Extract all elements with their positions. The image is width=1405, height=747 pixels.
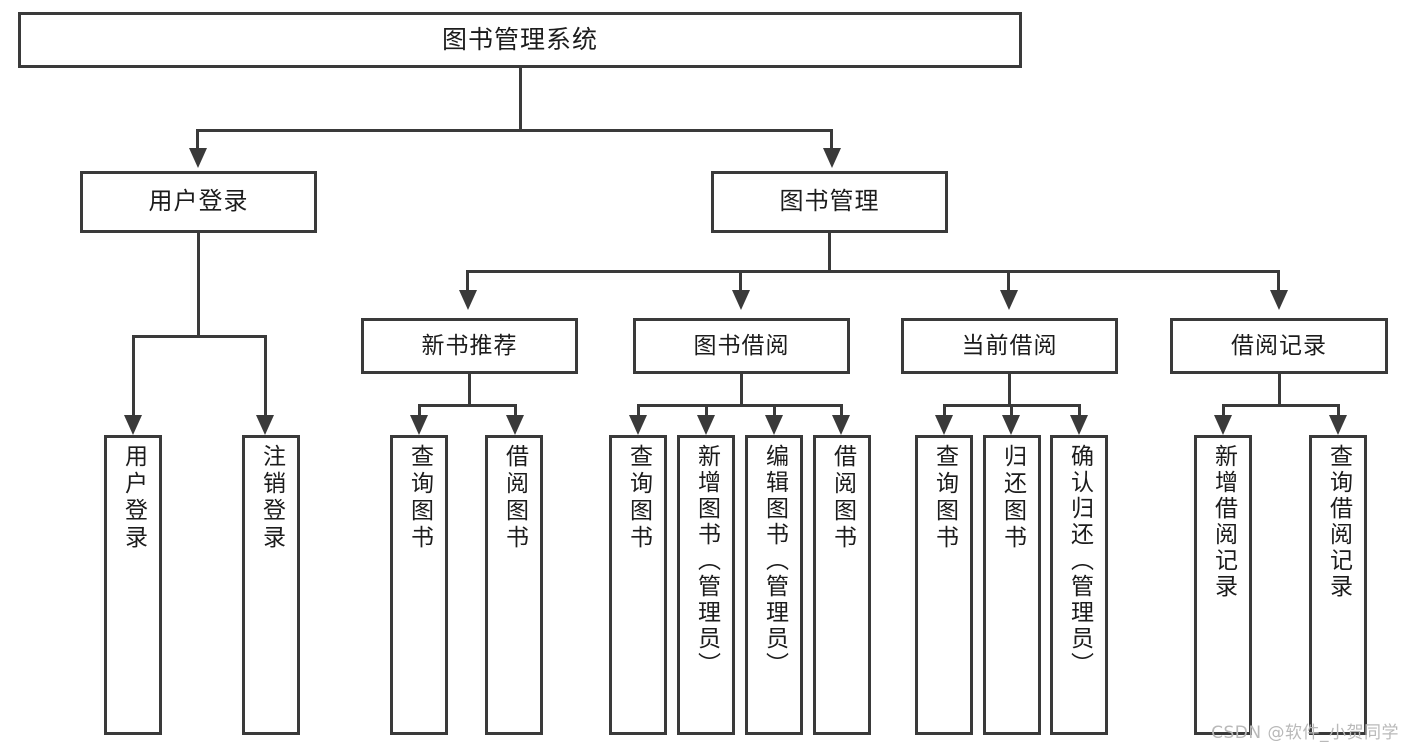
connector-book-borrow-bus: [637, 404, 843, 407]
arrow-to-leaf-query-book-2: [629, 415, 647, 435]
leaf-user-login[interactable]: 用户登录: [104, 435, 162, 735]
arrow-to-leaf-logout: [256, 415, 274, 435]
connector-user-login-drop-1: [132, 335, 135, 419]
leaf-query-borrow-record[interactable]: 查询借阅记录: [1309, 435, 1367, 735]
connector-book-borrow-drop-3: [773, 404, 776, 419]
node-current-borrow[interactable]: 当前借阅: [901, 318, 1118, 374]
leaf-add-borrow-record[interactable]: 新增借阅记录: [1194, 435, 1252, 735]
node-label: 用户登录: [120, 444, 147, 552]
node-label: 查询借阅记录: [1325, 444, 1352, 600]
leaf-query-book-borrow[interactable]: 查询图书: [609, 435, 667, 735]
connector-new-book-drop-2: [514, 404, 517, 419]
node-label: 查询图书: [625, 444, 652, 552]
leaf-borrow-book-recommend[interactable]: 借阅图书: [485, 435, 543, 735]
leaf-logout[interactable]: 注销登录: [242, 435, 300, 735]
connector-borrow-record-drop-1: [1222, 404, 1225, 419]
arrow-to-leaf-query-record: [1329, 415, 1347, 435]
node-label: 当前借阅: [961, 332, 1058, 359]
connector-book-manage-bus: [466, 270, 1280, 273]
connector-book-manage-drop-4: [1277, 270, 1280, 295]
arrow-to-current-borrow: [1000, 290, 1018, 310]
node-label: 用户登录: [148, 187, 249, 216]
arrow-to-book-manage: [823, 148, 841, 168]
arrow-to-leaf-add-record: [1214, 415, 1232, 435]
connector-book-manage-stem: [828, 233, 831, 272]
arrow-to-leaf-user-login: [124, 415, 142, 435]
node-root-system[interactable]: 图书管理系统: [18, 12, 1022, 68]
connector-book-manage-drop-3: [1007, 270, 1010, 295]
connector-borrow-record-drop-2: [1337, 404, 1340, 419]
node-label: 图书管理: [779, 187, 880, 216]
connector-user-login-drop-2: [264, 335, 267, 419]
arrow-to-new-book-recommend: [459, 290, 477, 310]
node-label: 注销登录: [258, 444, 285, 552]
connector-book-borrow-drop-2: [705, 404, 708, 419]
node-book-borrow[interactable]: 图书借阅: [633, 318, 850, 374]
connector-user-login-stem: [197, 233, 200, 337]
connector-current-borrow-drop-1: [943, 404, 946, 419]
node-user-login[interactable]: 用户登录: [80, 171, 317, 233]
arrow-to-leaf-edit-book: [765, 415, 783, 435]
connector-book-borrow-drop-4: [840, 404, 843, 419]
connector-borrow-record-bus: [1222, 404, 1340, 407]
connector-book-manage-drop-2: [739, 270, 742, 295]
leaf-query-book-current[interactable]: 查询图书: [915, 435, 973, 735]
node-label: 图书管理系统: [441, 24, 598, 54]
connector-current-borrow-stem: [1008, 374, 1011, 406]
arrow-to-borrow-record: [1270, 290, 1288, 310]
node-label: 查询图书: [931, 444, 958, 552]
connector-borrow-record-stem: [1278, 374, 1281, 406]
arrow-to-leaf-query-book-3: [935, 415, 953, 435]
connector-current-borrow-drop-2: [1010, 404, 1013, 419]
arrow-to-leaf-borrow-book-1: [506, 415, 524, 435]
arrow-to-leaf-return-book: [1002, 415, 1020, 435]
arrow-to-leaf-add-book: [697, 415, 715, 435]
node-label: 编辑图书（管理员）: [761, 444, 788, 678]
connector-book-borrow-drop-1: [637, 404, 640, 419]
arrow-to-book-borrow: [732, 290, 750, 310]
connector-book-manage-drop-1: [466, 270, 469, 295]
connector-root-bus: [196, 129, 833, 132]
leaf-edit-book-admin[interactable]: 编辑图书（管理员）: [745, 435, 803, 735]
connector-new-book-stem: [468, 374, 471, 406]
connector-root-to-user-login: [196, 129, 199, 154]
node-label: 新书推荐: [421, 332, 518, 359]
leaf-return-book[interactable]: 归还图书: [983, 435, 1041, 735]
leaf-query-book-recommend[interactable]: 查询图书: [390, 435, 448, 735]
connector-new-book-bus: [418, 404, 517, 407]
arrow-to-leaf-confirm-return: [1070, 415, 1088, 435]
node-label: 图书借阅: [693, 332, 790, 359]
node-new-book-recommend[interactable]: 新书推荐: [361, 318, 578, 374]
connector-book-borrow-stem: [740, 374, 743, 406]
node-label: 新增图书（管理员）: [693, 444, 720, 678]
connector-new-book-drop-1: [418, 404, 421, 419]
arrow-to-leaf-borrow-book-2: [832, 415, 850, 435]
arrow-to-user-login: [189, 148, 207, 168]
connector-current-borrow-drop-3: [1078, 404, 1081, 419]
node-book-management[interactable]: 图书管理: [711, 171, 948, 233]
node-label: 借阅图书: [501, 444, 528, 552]
leaf-confirm-return-admin[interactable]: 确认归还（管理员）: [1050, 435, 1108, 735]
node-label: 借阅记录: [1231, 332, 1327, 359]
connector-root-stem: [519, 68, 522, 130]
node-label: 新增借阅记录: [1210, 444, 1237, 600]
node-borrow-record[interactable]: 借阅记录: [1170, 318, 1388, 374]
node-label: 确认归还（管理员）: [1066, 444, 1093, 678]
leaf-add-book-admin[interactable]: 新增图书（管理员）: [677, 435, 735, 735]
node-label: 归还图书: [999, 444, 1026, 552]
arrow-to-leaf-query-book-1: [410, 415, 428, 435]
node-label: 查询图书: [406, 444, 433, 552]
node-label: 借阅图书: [829, 444, 856, 552]
connector-root-to-book-manage: [830, 129, 833, 154]
leaf-borrow-book[interactable]: 借阅图书: [813, 435, 871, 735]
connector-user-login-bus: [132, 335, 267, 338]
